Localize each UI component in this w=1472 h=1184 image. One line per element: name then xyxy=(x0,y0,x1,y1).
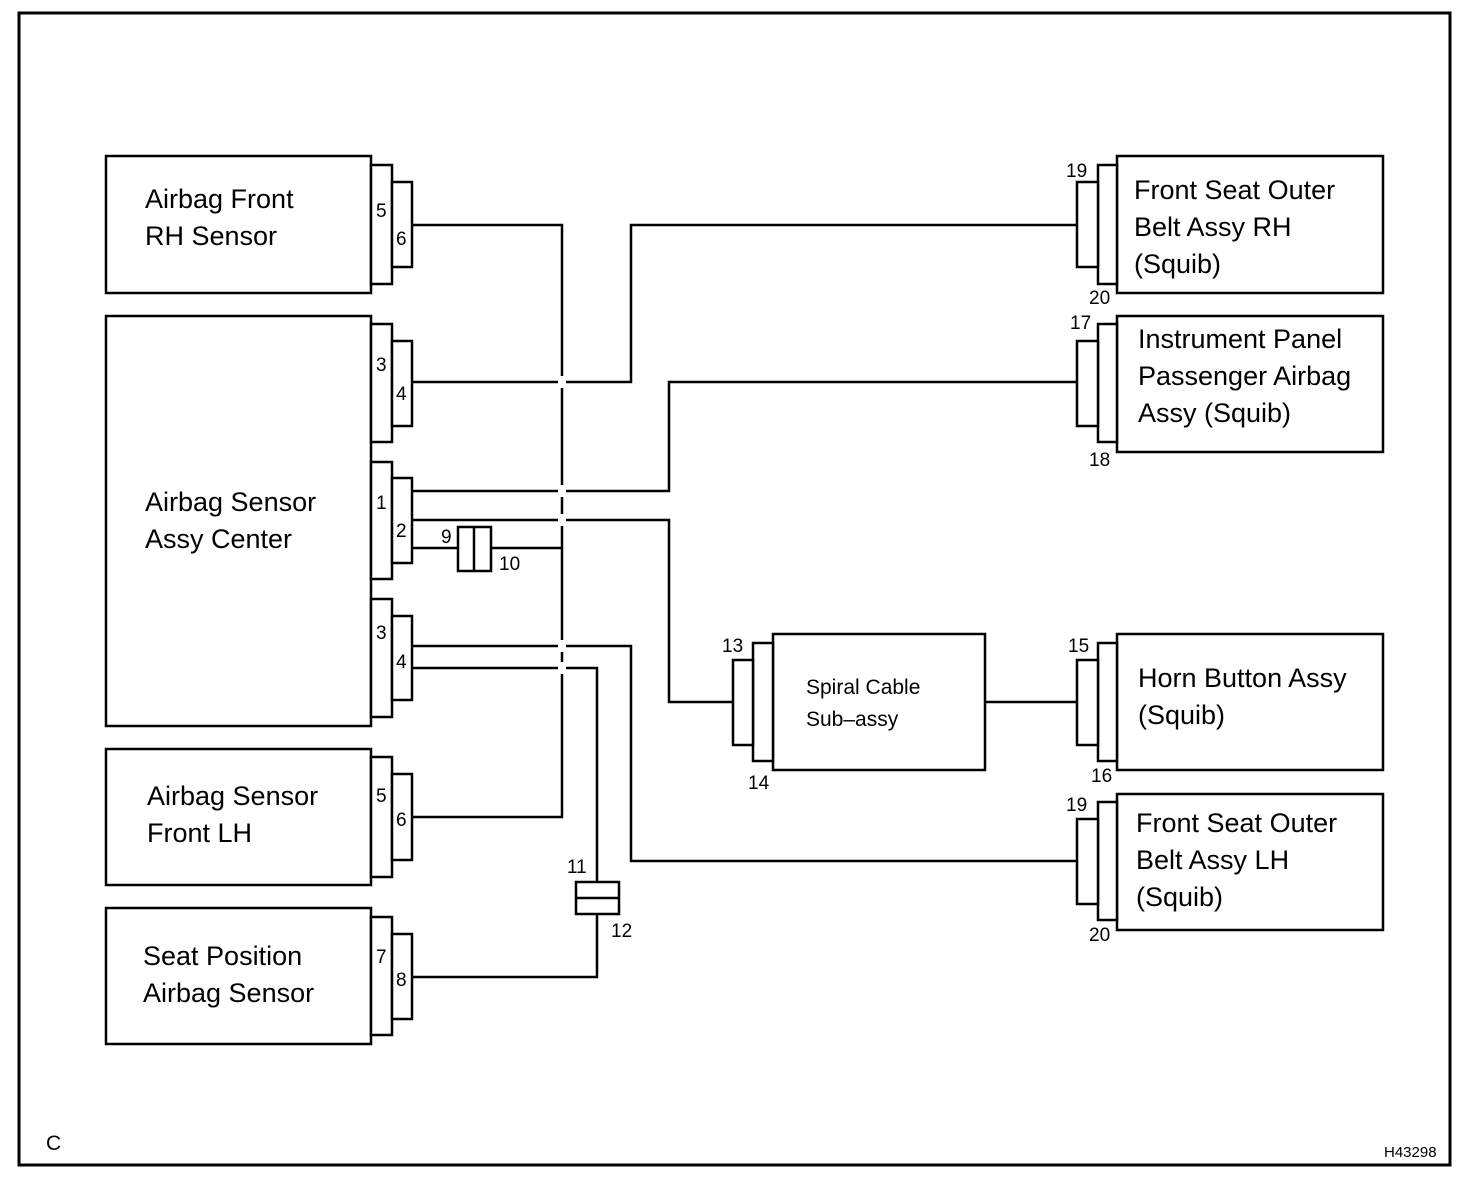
label-line: (Squib) xyxy=(1136,882,1223,912)
label-line: Front Seat Outer xyxy=(1134,175,1335,205)
label-line: Spiral Cable xyxy=(806,676,920,699)
pin-label: 5 xyxy=(376,201,387,222)
label-line: Seat Position xyxy=(143,941,302,971)
label-line: Assy Center xyxy=(145,524,292,554)
figure-code: H43298 xyxy=(1384,1144,1437,1161)
wires xyxy=(412,223,1077,979)
wire-belt-rh xyxy=(412,223,1077,384)
diagram-frame xyxy=(17,11,1452,1167)
pin-label: 19 xyxy=(1066,795,1087,816)
label-line: Instrument Panel xyxy=(1138,324,1342,354)
label-line: Horn Button Assy xyxy=(1138,663,1347,693)
pin-label: 9 xyxy=(441,527,452,548)
label-line: (Squib) xyxy=(1138,700,1225,730)
label-line: Airbag Sensor xyxy=(145,487,316,517)
label-line: Belt Assy RH xyxy=(1134,212,1292,242)
wire-seat-position-lower xyxy=(412,914,599,979)
pin-label: 20 xyxy=(1089,288,1110,309)
label-line: (Squib) xyxy=(1134,249,1221,279)
component-airbag-sensor-front-lh: Airbag Sensor Front LH 5 6 xyxy=(104,747,414,887)
component-front-seat-outer-belt-lh: Front Seat Outer Belt Assy LH (Squib) 19… xyxy=(1066,792,1385,946)
pin-label: 1 xyxy=(376,493,387,514)
pin-label: 14 xyxy=(748,773,770,794)
pin-label: 4 xyxy=(396,652,407,673)
pin-label: 15 xyxy=(1068,636,1089,657)
wire-spiral-cable xyxy=(412,518,733,704)
pin-label: 12 xyxy=(611,921,632,942)
pin-label: 13 xyxy=(722,636,743,657)
pin-label: 10 xyxy=(499,554,520,575)
label-line: Front Seat Outer xyxy=(1136,808,1337,838)
pin-label: 20 xyxy=(1089,925,1110,946)
pin-label: 3 xyxy=(376,623,387,644)
pin-label: 5 xyxy=(376,786,387,807)
pin-label: 3 xyxy=(376,355,387,376)
label-line: Front LH xyxy=(147,818,252,848)
wire-seat-position-upper xyxy=(412,666,599,882)
pin-label: 6 xyxy=(396,229,407,250)
component-seat-position-airbag-sensor: Seat Position Airbag Sensor 7 8 xyxy=(104,906,414,1046)
pin-label: 11 xyxy=(567,857,587,878)
label-line: Passenger Airbag xyxy=(1138,361,1351,391)
component-instrument-panel-passenger-airbag: Instrument Panel Passenger Airbag Assy (… xyxy=(1070,313,1385,471)
label-line: Airbag Front xyxy=(145,184,294,214)
label-line: Airbag Sensor xyxy=(147,781,318,811)
pin-label: 17 xyxy=(1070,313,1091,334)
pin-label: 19 xyxy=(1066,161,1087,182)
connector-9-10: 9 10 xyxy=(441,525,520,575)
label-line: Assy (Squib) xyxy=(1138,398,1291,428)
label-line: Airbag Sensor xyxy=(143,978,314,1008)
pin-label: 6 xyxy=(396,810,407,831)
component-spiral-cable-sub-assy: Spiral Cable Sub–assy 13 14 xyxy=(722,632,987,794)
wire-belt-lh xyxy=(412,644,1077,863)
component-airbag-front-rh-sensor: Airbag Front RH Sensor 5 6 xyxy=(104,154,414,295)
component-horn-button-assy: Horn Button Assy (Squib) 15 16 xyxy=(1068,632,1385,787)
component-front-seat-outer-belt-rh: Front Seat Outer Belt Assy RH (Squib) 19… xyxy=(1066,154,1385,309)
label-line: Belt Assy LH xyxy=(1136,845,1289,875)
wire-passenger-airbag xyxy=(412,380,1077,493)
pin-label: 16 xyxy=(1091,766,1112,787)
pin-label: 8 xyxy=(396,970,407,991)
component-airbag-sensor-assy-center: Airbag Sensor Assy Center 3 4 1 2 3 4 xyxy=(104,314,414,728)
pin-label: 7 xyxy=(376,947,387,968)
corner-label: C xyxy=(46,1132,61,1155)
pin-label: 18 xyxy=(1089,450,1110,471)
label-line: RH Sensor xyxy=(145,221,277,251)
label-line: Sub–assy xyxy=(806,708,899,731)
pin-label: 4 xyxy=(396,384,407,405)
connector-11-12: 11 12 xyxy=(567,857,632,942)
pin-label: 2 xyxy=(396,521,407,542)
